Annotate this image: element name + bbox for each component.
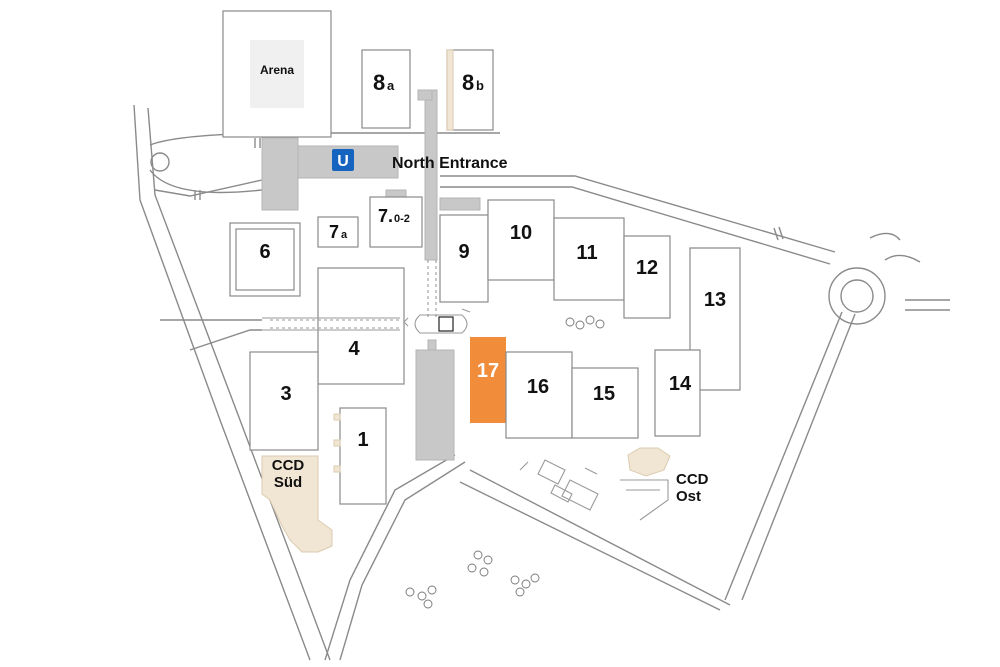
hall-6-label: 6 (259, 241, 270, 263)
hall-13-label: 13 (704, 289, 726, 311)
hall-14-label: 14 (669, 373, 692, 395)
hall-7-number: 7. (378, 206, 393, 226)
hall-16-label: 16 (527, 376, 549, 398)
hall-9[interactable]: 9 (439, 214, 489, 303)
hall-3[interactable]: 3 (249, 351, 319, 451)
hall-12[interactable]: 12 (623, 235, 671, 319)
hall-7-0-2[interactable]: 7. 0-2 (369, 196, 423, 248)
parking-icon (438, 316, 454, 332)
hall-7a-suffix: a (341, 229, 348, 241)
hall-14[interactable]: 14 (654, 349, 701, 437)
hall-6[interactable]: 6 (229, 222, 301, 297)
hall-10[interactable]: 10 (487, 199, 555, 281)
ccd-sued-line1: CCD (272, 457, 305, 474)
hall-15-label: 15 (593, 383, 615, 405)
hall-8b-number: 8 (462, 70, 474, 95)
svg-text:U: U (337, 153, 349, 170)
road-network (133, 104, 856, 661)
ccd-sued[interactable]: CCD Süd (261, 455, 333, 553)
hall-15[interactable]: 15 (571, 367, 639, 439)
hall-1[interactable]: 1 (333, 407, 387, 505)
entrance-u-bahn-icon: U (332, 149, 354, 171)
arena-label: Arena (260, 63, 294, 77)
hall-9-label: 9 (458, 241, 469, 263)
ccd-ost-line2: Ost (676, 488, 701, 505)
hall-1-label: 1 (357, 429, 368, 451)
hall-8a-number: 8 (373, 70, 385, 95)
hall-4[interactable]: 4 (317, 267, 405, 385)
central-hub (262, 308, 471, 461)
south-pavilions (519, 459, 599, 511)
hall-16[interactable]: 16 (505, 351, 573, 439)
ccd-ost[interactable]: CCD Ost (620, 447, 709, 521)
ccd-ost-line1: CCD (676, 471, 709, 488)
hall-8b-suffix: b (476, 78, 484, 93)
hall-7a-number: 7 (329, 222, 339, 242)
hall-7-suffix: 0-2 (394, 213, 410, 225)
hall-17-label: 17 (477, 360, 499, 382)
hall-8b[interactable]: 8 b (446, 49, 494, 131)
hall-3-label: 3 (280, 383, 291, 405)
arena-building: Arena (222, 10, 332, 138)
north-entrance-label: North Entrance (392, 155, 508, 172)
hall-11-label: 11 (576, 242, 597, 264)
hall-10-label: 10 (510, 222, 532, 244)
hall-4-label: 4 (348, 338, 360, 360)
east-roundabout (828, 232, 950, 325)
hall-11[interactable]: 11 (553, 217, 625, 301)
tree-groups (405, 315, 605, 609)
hall-17[interactable]: 17 (470, 337, 506, 423)
hall-8a-suffix: a (387, 78, 395, 93)
hall-7a[interactable]: 7 a (317, 216, 359, 248)
ccd-sued-line2: Süd (274, 474, 302, 491)
hall-13[interactable]: 13 (689, 247, 741, 391)
hall-8a[interactable]: 8 a (361, 49, 411, 129)
hall-12-label: 12 (636, 257, 658, 279)
west-roundabout (150, 152, 170, 172)
